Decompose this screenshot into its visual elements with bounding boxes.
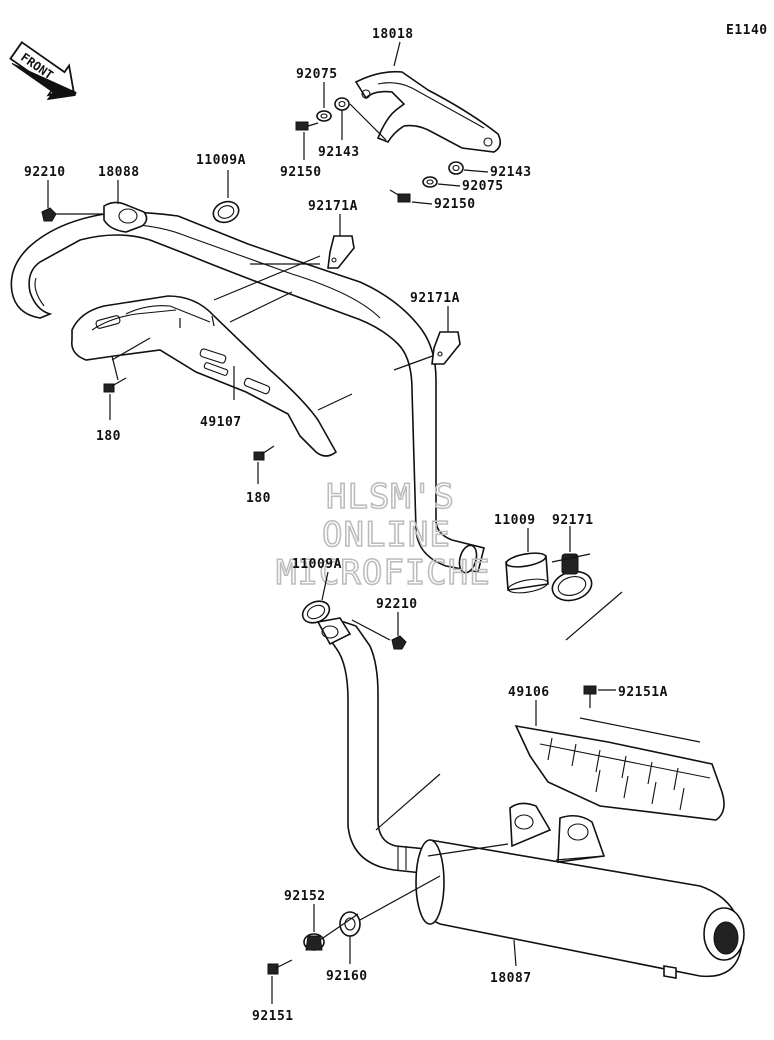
bracket-18018: [354, 70, 502, 153]
nut-92075-lower: [422, 176, 438, 188]
muffler-18087: [415, 802, 745, 979]
label-92143-a: 92143: [318, 145, 360, 160]
label-92171A-a: 92171A: [308, 199, 358, 214]
watermark-line2: ONLINE: [322, 515, 451, 555]
clamp-92171A-upper: [327, 235, 355, 269]
bolt-92150-upper: [295, 121, 319, 131]
label-92160: 92160: [326, 969, 368, 984]
label-92152: 92152: [284, 889, 326, 904]
label-92151A: 92151A: [618, 685, 668, 700]
label-92151: 92151: [252, 1009, 294, 1024]
watermark-line1: HLSM'S: [326, 477, 455, 517]
label-92150-a: 92150: [280, 165, 322, 180]
nut-92075-upper: [316, 110, 332, 122]
exhaust-pipe-rear: [316, 617, 437, 875]
clamp-92171A-lower: [431, 331, 461, 365]
label-180-a: 180: [96, 429, 121, 444]
label-92143-b: 92143: [490, 165, 532, 180]
flange-18088: [103, 201, 148, 233]
bolt-92150-lower: [389, 189, 411, 203]
label-92171A-b: 92171A: [410, 291, 460, 306]
washer-92143-upper: [334, 97, 350, 111]
label-49106: 49106: [508, 685, 550, 700]
washer-92143-lower: [448, 161, 464, 175]
label-18018: 18018: [372, 27, 414, 42]
bolt-92151: [267, 959, 293, 975]
bolt-180-upper: [103, 377, 127, 393]
heat-guard-49106: [514, 724, 725, 821]
exhaust-pipe-front: [10, 211, 485, 574]
label-18087: 18087: [490, 971, 532, 986]
nut-92210-upper: [41, 207, 57, 222]
watermark-line3: MICROFICHE: [276, 553, 491, 593]
grommet-92160: [339, 911, 361, 937]
label-92150-b: 92150: [434, 197, 476, 212]
label-92210-b: 92210: [376, 597, 418, 612]
label-18088: 18088: [98, 165, 140, 180]
bolt-180-lower: [253, 445, 275, 461]
label-11009A-a: 11009A: [196, 153, 246, 168]
connector-11009: [505, 552, 549, 594]
label-49107: 49107: [200, 415, 242, 430]
heat-guard-49107: [70, 295, 338, 457]
diagram-code: E1140: [726, 23, 768, 38]
label-92075-a: 92075: [296, 67, 338, 82]
nut-92210-lower: [391, 635, 407, 650]
label-92210-a: 92210: [24, 165, 66, 180]
front-arrow-icon: FRONT: [9, 41, 77, 101]
label-92075-b: 92075: [462, 179, 504, 194]
bolt-92151A: [583, 685, 597, 708]
collar-92152: [303, 933, 325, 951]
label-180-b: 180: [246, 491, 271, 506]
label-92171: 92171: [552, 513, 594, 528]
label-11009: 11009: [494, 513, 536, 528]
gasket-11009A-upper: [212, 200, 240, 224]
clamp-92171: [551, 553, 593, 602]
label-11009A-b: 11009A: [292, 557, 342, 572]
